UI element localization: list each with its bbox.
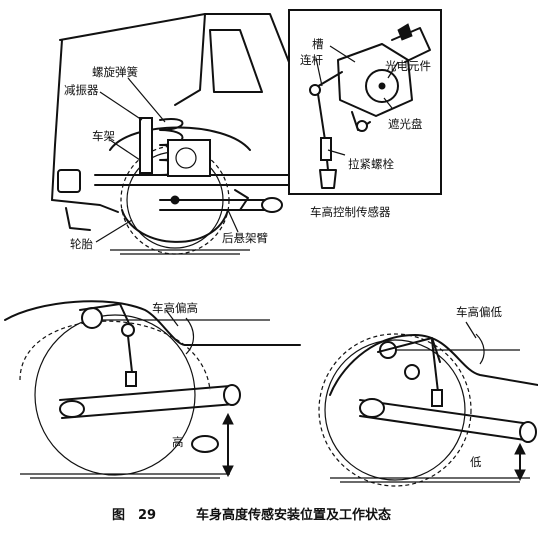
shock-absorber-body	[139, 117, 153, 174]
label-shock-absorber: 减振器	[64, 83, 99, 97]
caption-title: 车身高度传感安装位置及工作状态	[196, 508, 392, 523]
label-spiral-spring: 螺旋弹簧	[92, 65, 138, 79]
label-frame: 车架	[92, 129, 115, 143]
label-low: 低	[470, 455, 482, 469]
body-line-high	[4, 300, 301, 346]
label-high: 高	[172, 435, 184, 449]
label-photo-element: 光电元件	[385, 59, 431, 73]
label-tire: 轮胎	[70, 237, 93, 251]
wheel-low	[324, 339, 466, 481]
label-shutter-disc: 遮光盘	[388, 117, 423, 131]
sensor-unit	[167, 139, 211, 177]
top-car-illustration	[51, 13, 301, 255]
inset-frame	[288, 9, 442, 195]
rear-lamp	[57, 169, 81, 193]
body-line-low	[329, 334, 538, 396]
bottom-left-illustration	[4, 300, 301, 479]
label-slot: 槽	[312, 37, 324, 51]
label-low-bias: 车高偏低	[456, 305, 502, 319]
sensor-housing	[337, 43, 413, 117]
link-high	[127, 335, 133, 373]
label-high-bias: 车高偏高	[152, 301, 198, 315]
link-low	[431, 339, 439, 393]
wheel-high	[34, 314, 196, 476]
label-sensor-title: 车高控制传感器	[310, 205, 391, 219]
label-tension-bolt: 拉紧螺栓	[348, 157, 394, 171]
bottom-right-illustration	[318, 321, 538, 487]
caption-figure-no: 图 29	[112, 508, 157, 523]
label-rear-arm: 后悬架臂	[222, 231, 268, 245]
sensor-inset	[288, 9, 442, 195]
label-link: 连杆	[300, 53, 323, 67]
